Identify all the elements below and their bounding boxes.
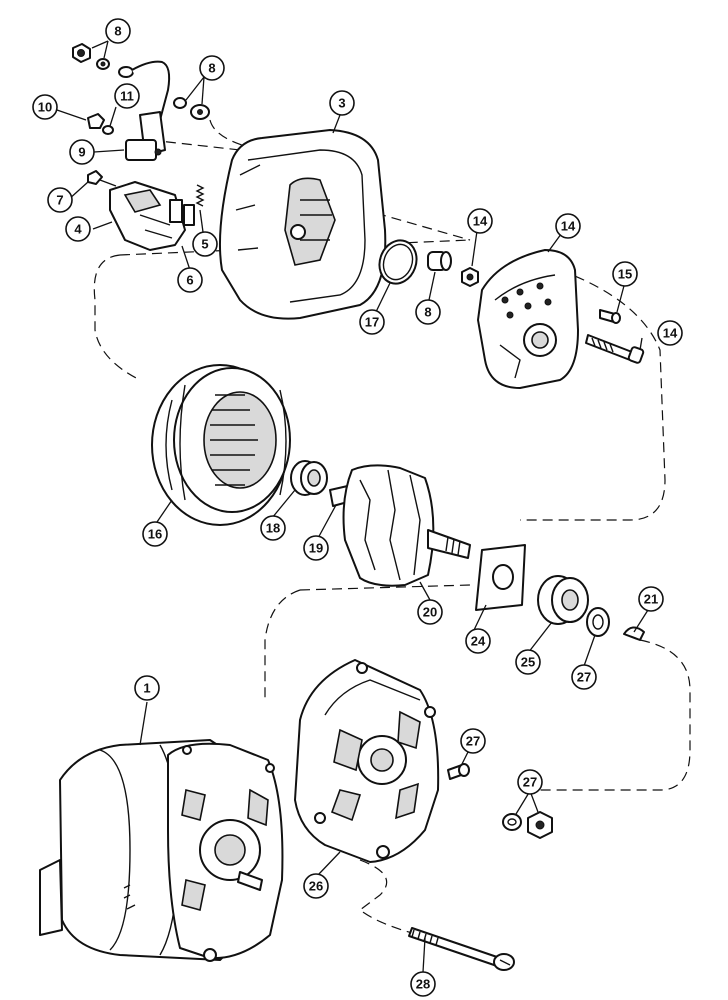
callout-8-right: 8 <box>199 55 225 81</box>
callout-label: 25 <box>521 655 535 670</box>
callout-label: 5 <box>201 237 208 252</box>
callout-27-screw: 27 <box>460 728 486 754</box>
callout-label: 28 <box>416 977 430 992</box>
screw-7 <box>87 170 117 187</box>
callout-label: 26 <box>309 879 323 894</box>
callout-label: 24 <box>471 634 486 649</box>
callout-9: 9 <box>69 139 95 165</box>
callout-label: 20 <box>423 605 437 620</box>
callout-label: 6 <box>186 273 193 288</box>
screw-27 <box>447 763 470 780</box>
callout-10: 10 <box>32 94 58 120</box>
cable-terminal-9 <box>118 60 171 161</box>
callout-label: 27 <box>523 775 537 790</box>
bearing-18 <box>290 460 328 496</box>
rear-housing-3 <box>218 129 387 320</box>
callout-label: 7 <box>56 193 63 208</box>
spacer-27 <box>586 607 610 637</box>
callout-label: 8 <box>424 305 431 320</box>
callout-label: 27 <box>577 670 591 685</box>
callout-label: 21 <box>644 592 658 607</box>
alternator-assembly-1 <box>39 739 284 962</box>
callout-label: 8 <box>114 24 121 39</box>
callout-label: 1 <box>143 681 150 696</box>
regulator-brush-holder-4 <box>109 181 195 251</box>
callout-16: 16 <box>142 521 168 547</box>
callout-4: 4 <box>65 216 91 242</box>
callout-6: 6 <box>177 267 203 293</box>
stator-16 <box>151 364 291 526</box>
bolt-14 <box>585 334 645 364</box>
callout-25: 25 <box>515 649 541 675</box>
rotor-20 <box>329 464 471 587</box>
callout-8-top: 8 <box>105 18 131 44</box>
bearing-25 <box>537 575 589 625</box>
screw-15 <box>599 309 621 324</box>
front-housing-26 <box>294 659 440 863</box>
plate-24 <box>475 544 526 611</box>
callout-label: 9 <box>78 145 85 160</box>
callout-18: 18 <box>260 515 286 541</box>
callout-11: 11 <box>114 83 140 109</box>
o-ring-17 <box>378 239 418 285</box>
callout-28: 28 <box>410 971 436 997</box>
callout-label: 16 <box>148 527 162 542</box>
callout-15: 15 <box>612 261 638 287</box>
callout-17: 17 <box>359 309 385 335</box>
callout-19: 19 <box>303 535 329 561</box>
nut-8-top <box>72 43 110 70</box>
through-bolt-28 <box>408 927 515 971</box>
callout-label: 11 <box>120 89 134 104</box>
screw-10-washer-11 <box>87 113 114 135</box>
callout-label: 14 <box>561 219 576 234</box>
callout-7: 7 <box>47 187 73 213</box>
washer-8-right <box>173 97 210 120</box>
callout-14-bolt: 14 <box>657 320 683 346</box>
callout-26: 26 <box>303 873 329 899</box>
callout-27-nut: 27 <box>517 769 543 795</box>
callout-label: 14 <box>663 326 678 341</box>
callout-label: 14 <box>473 214 488 229</box>
callout-label: 4 <box>74 222 82 237</box>
rectifier-plate-14 <box>477 249 579 389</box>
callout-3: 3 <box>329 90 355 116</box>
leader-lines <box>56 40 649 973</box>
spring-5 <box>195 184 205 207</box>
nut-14 <box>461 267 479 287</box>
callout-label: 27 <box>466 734 480 749</box>
callout-label: 8 <box>208 61 215 76</box>
callout-label: 10 <box>38 100 52 115</box>
callout-21: 21 <box>638 586 664 612</box>
callout-5: 5 <box>192 231 218 257</box>
callout-20: 20 <box>417 599 443 625</box>
key-21 <box>623 626 645 641</box>
callout-label: 17 <box>365 315 379 330</box>
callout-8-bushing: 8 <box>415 299 441 325</box>
bushing-8 <box>427 251 452 271</box>
callout-label: 3 <box>338 96 345 111</box>
callout-1: 1 <box>134 675 160 701</box>
callout-label: 18 <box>266 521 280 536</box>
callout-label: 15 <box>618 267 632 282</box>
washer-nut-27 <box>502 811 553 839</box>
callout-27-spacer: 27 <box>571 664 597 690</box>
callout-14-plate: 14 <box>555 213 581 239</box>
callout-14-nut: 14 <box>467 208 493 234</box>
callout-label: 19 <box>309 541 323 556</box>
callout-24: 24 <box>465 628 491 654</box>
